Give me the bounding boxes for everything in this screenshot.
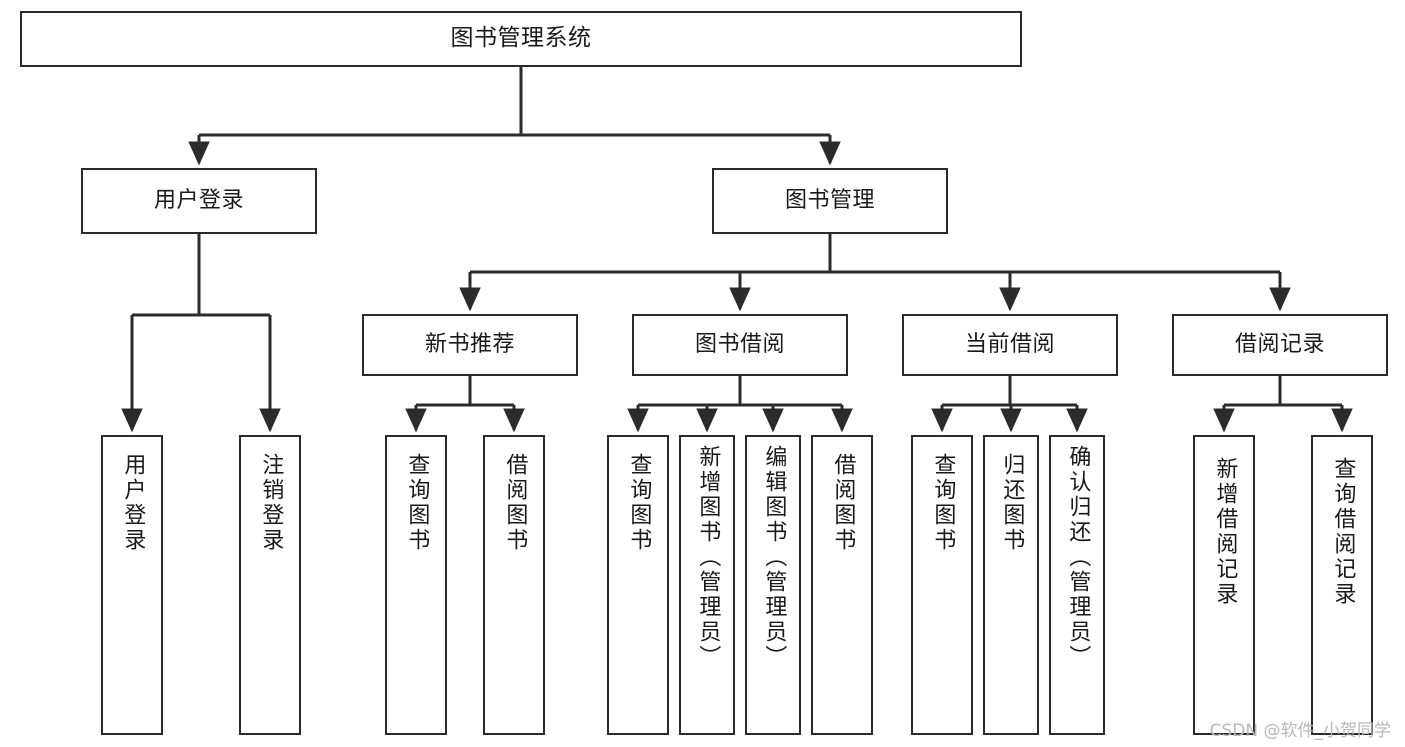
node-new-book-rec-label: 新书推荐 (424, 332, 515, 358)
csdn-watermark: CSDN @软件_小贺同学 (1209, 721, 1391, 741)
node-leaf-add-record-label: 新增借阅记录 (1212, 457, 1238, 607)
node-leaf-add-book-label: 新增图书（管理员） (695, 445, 721, 670)
node-leaf-confirm-return[interactable]: 确认归还（管理员） (1049, 435, 1105, 735)
node-user-login-label: 用户登录 (153, 188, 244, 214)
node-leaf-borrow-book-2[interactable]: 借阅图书 (811, 435, 873, 735)
node-book-borrow[interactable]: 图书借阅 (632, 314, 848, 376)
node-borrow-record-label: 借阅记录 (1234, 332, 1325, 358)
node-user-login[interactable]: 用户登录 (81, 168, 317, 234)
node-leaf-user-login-label: 用户登录 (120, 453, 146, 553)
node-leaf-return-book-label: 归还图书 (999, 453, 1025, 553)
node-borrow-record[interactable]: 借阅记录 (1172, 314, 1388, 376)
node-leaf-add-record[interactable]: 新增借阅记录 (1193, 435, 1255, 735)
node-leaf-add-book[interactable]: 新增图书（管理员） (679, 435, 735, 735)
node-leaf-query-book-1-label: 查询图书 (404, 453, 430, 553)
node-leaf-query-record[interactable]: 查询借阅记录 (1311, 435, 1373, 735)
node-leaf-borrow-book-1[interactable]: 借阅图书 (483, 435, 545, 735)
node-new-book-rec[interactable]: 新书推荐 (362, 314, 578, 376)
node-current-borrow[interactable]: 当前借阅 (902, 314, 1118, 376)
node-leaf-query-book-1[interactable]: 查询图书 (385, 435, 447, 735)
node-book-borrow-label: 图书借阅 (694, 332, 785, 358)
node-leaf-user-login[interactable]: 用户登录 (101, 435, 163, 735)
node-leaf-borrow-book-2-label: 借阅图书 (830, 453, 856, 553)
node-leaf-query-book-2-label: 查询图书 (626, 453, 652, 553)
node-leaf-user-logout[interactable]: 注销登录 (239, 435, 301, 735)
node-leaf-query-book-2[interactable]: 查询图书 (607, 435, 669, 735)
node-leaf-edit-book-label: 编辑图书（管理员） (761, 445, 787, 670)
node-root[interactable]: 图书管理系统 (20, 11, 1022, 67)
node-leaf-query-record-label: 查询借阅记录 (1330, 457, 1356, 607)
node-leaf-edit-book[interactable]: 编辑图书（管理员） (745, 435, 801, 735)
node-root-label: 图书管理系统 (450, 25, 592, 52)
node-book-manage[interactable]: 图书管理 (712, 168, 948, 234)
node-current-borrow-label: 当前借阅 (964, 332, 1055, 358)
node-book-manage-label: 图书管理 (784, 188, 875, 214)
node-leaf-user-logout-label: 注销登录 (258, 453, 284, 553)
node-leaf-return-book[interactable]: 归还图书 (983, 435, 1039, 735)
node-leaf-query-book-3-label: 查询图书 (930, 453, 956, 553)
node-leaf-borrow-book-1-label: 借阅图书 (502, 453, 528, 553)
node-leaf-query-book-3[interactable]: 查询图书 (911, 435, 973, 735)
node-leaf-confirm-return-label: 确认归还（管理员） (1065, 445, 1091, 670)
